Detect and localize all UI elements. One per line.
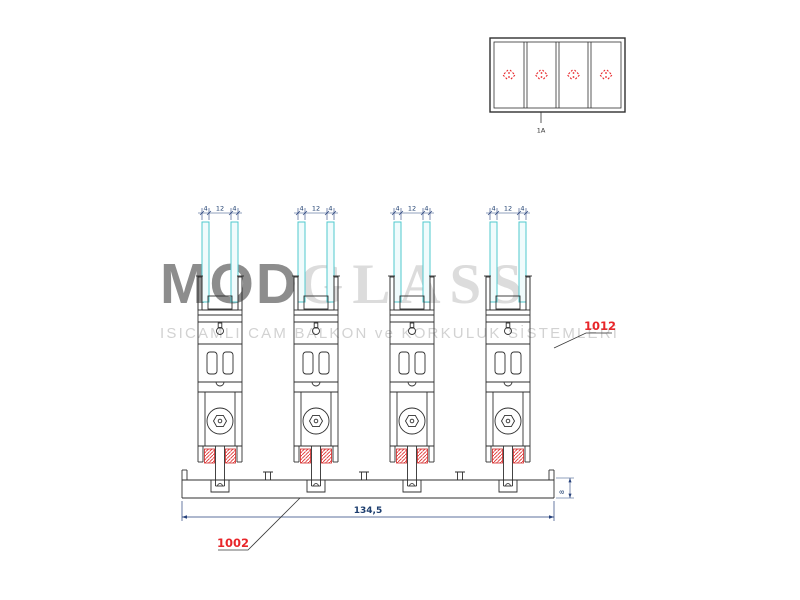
label-upper-profile: 1012: [584, 319, 616, 333]
panel-direction-symbols: [502, 69, 613, 81]
base-track: [181, 469, 555, 499]
part-labels: 1012 1002: [217, 319, 616, 551]
profile-unit-3: [387, 204, 437, 487]
label-base-profile: 1002: [217, 536, 249, 550]
profile-unit-1: [195, 204, 245, 487]
elevation-detail: 1A: [489, 37, 626, 137]
callout-label: 1A: [537, 127, 546, 135]
watermark: MODGLASS ISICAMLI CAM BALKON ve KORKULUK…: [160, 253, 680, 343]
dim-base-width: 134,5: [354, 506, 382, 516]
base-width-dimension: 134,5: [181, 501, 555, 521]
section-callout: 1A: [534, 112, 548, 137]
watermark-brand-bold: MOD: [160, 252, 299, 316]
profile-unit-2: [291, 204, 341, 487]
base-height-dimension: 8: [556, 477, 574, 499]
dim-base-height: 8: [558, 490, 566, 494]
watermark-brand-light: GLASS: [298, 253, 531, 316]
watermark-brand: MODGLASS: [160, 253, 680, 316]
watermark-tagline: ISICAMLI CAM BALKON ve KORKULUK SİSTEMLE…: [160, 325, 620, 342]
profile-unit-4: [483, 204, 533, 487]
